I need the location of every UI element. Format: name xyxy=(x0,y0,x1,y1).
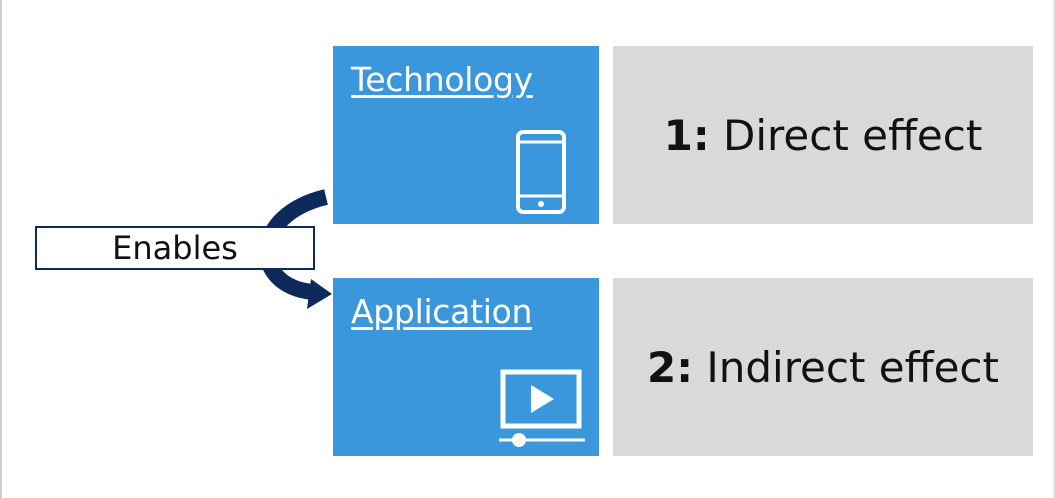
indirect-effect-text: 2: Indirect effect xyxy=(647,343,999,392)
indirect-effect-box: 2: Indirect effect xyxy=(613,278,1033,456)
effect-2-label: Indirect effect xyxy=(693,342,999,392)
direct-effect-box: 1: Direct effect xyxy=(613,46,1033,224)
right-border xyxy=(1053,0,1055,498)
video-player-icon xyxy=(499,369,585,447)
technology-label: Technology xyxy=(351,60,533,99)
application-box: Application xyxy=(333,278,599,456)
left-border xyxy=(0,0,2,498)
smartphone-icon xyxy=(516,130,566,214)
effect-2-number: 2: xyxy=(647,342,694,392)
technology-box: Technology xyxy=(333,46,599,224)
enables-arrow-head xyxy=(307,279,332,309)
direct-effect-text: 1: Direct effect xyxy=(664,111,983,160)
enables-label-box: Enables xyxy=(35,226,315,270)
application-label: Application xyxy=(351,292,533,331)
enables-label: Enables xyxy=(112,229,238,267)
effect-1-number: 1: xyxy=(663,110,710,160)
effect-1-label: Direct effect xyxy=(709,110,983,160)
